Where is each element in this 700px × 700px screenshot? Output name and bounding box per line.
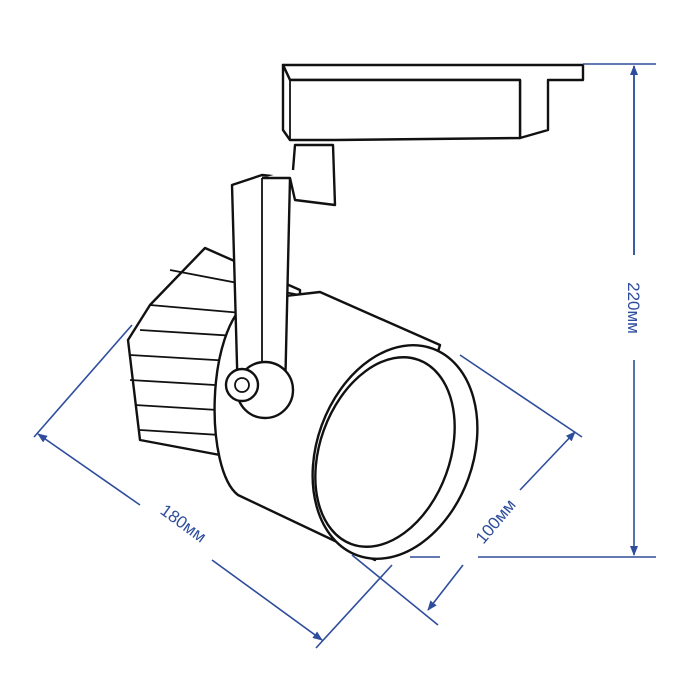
dimension-height (410, 63, 656, 558)
diameter-label: 100мм (472, 496, 520, 548)
length-label: 180мм (157, 501, 210, 547)
dimension-diameter (351, 354, 583, 626)
bracket-arm (224, 143, 337, 420)
dimension-length (33, 324, 393, 649)
height-label: 220мм (624, 282, 643, 334)
track-adapter (281, 63, 585, 142)
